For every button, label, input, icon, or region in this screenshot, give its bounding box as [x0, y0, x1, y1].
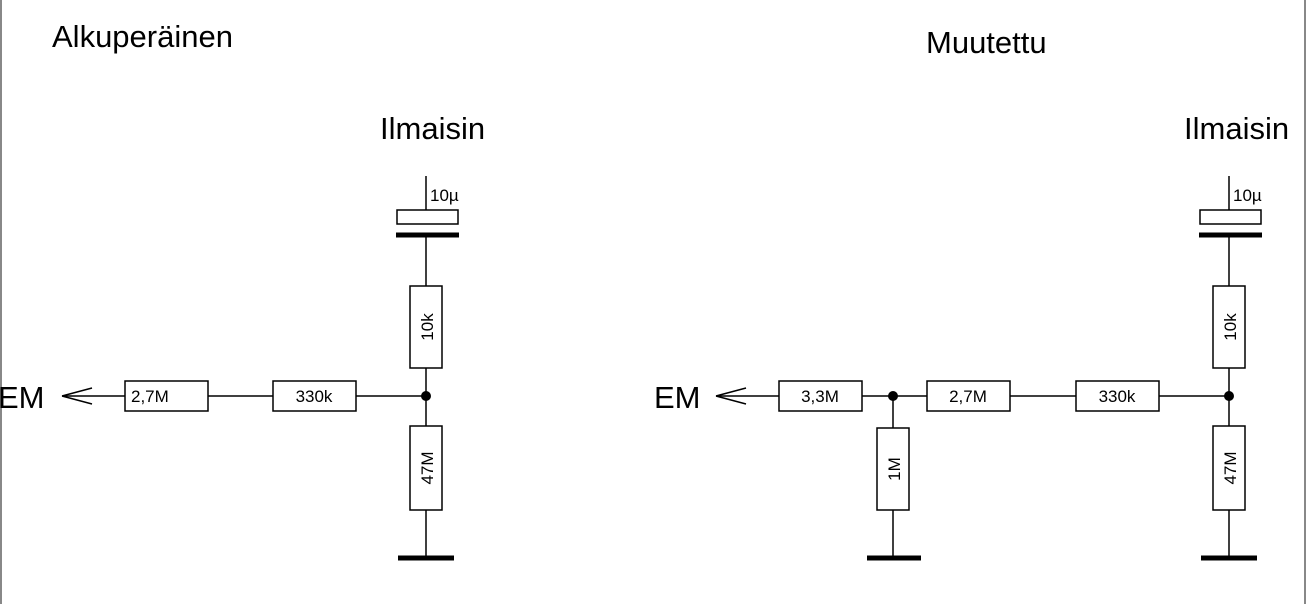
original-resistor-10k-value: 10k	[418, 313, 437, 341]
modified-resistor-47m	[1201, 425, 1257, 561]
modified-resistor-2-7m-value: 2,7M	[949, 387, 987, 406]
original-output-arrow	[61, 387, 93, 405]
modified-resistor-10k-value: 10k	[1221, 313, 1240, 341]
original-circuit: Alkuperäinen Ilmaisin 10µ 10k 47M 330k	[0, 19, 485, 561]
original-capacitor	[396, 176, 459, 286]
modified-heading: Muutettu	[926, 25, 1047, 60]
modified-resistor-47m-value: 47M	[1221, 451, 1240, 484]
modified-detector-label: Ilmaisin	[1184, 111, 1289, 146]
original-heading: Alkuperäinen	[52, 19, 233, 54]
original-resistor-330k	[272, 380, 357, 412]
modified-resistor-2-7m	[926, 380, 1011, 412]
original-resistor-47m	[398, 425, 454, 561]
original-resistor-330k-value: 330k	[296, 387, 333, 406]
original-resistor-2-7m	[124, 380, 209, 412]
modified-capacitor-value: 10µ	[1233, 186, 1262, 205]
modified-output-label: EM	[654, 380, 701, 415]
modified-output-arrow	[715, 387, 747, 405]
modified-resistor-1m	[867, 396, 921, 561]
original-resistor-47m-value: 47M	[418, 451, 437, 484]
original-resistor-10k	[409, 285, 443, 426]
modified-circuit: Muutettu Ilmaisin 10µ 10k 47M 330k	[654, 25, 1289, 561]
modified-capacitor	[1199, 176, 1262, 286]
original-resistor-2-7m-value: 2,7M	[131, 387, 169, 406]
modified-resistor-3-3m	[778, 380, 863, 412]
modified-resistor-3-3m-value: 3,3M	[801, 387, 839, 406]
modified-resistor-1m-value: 1M	[885, 457, 904, 481]
modified-resistor-10k	[1212, 285, 1246, 426]
original-detector-label: Ilmaisin	[380, 111, 485, 146]
original-capacitor-value: 10µ	[430, 186, 459, 205]
original-output-label: EM	[0, 380, 45, 415]
modified-resistor-330k	[1075, 380, 1160, 412]
modified-resistor-330k-value: 330k	[1099, 387, 1136, 406]
